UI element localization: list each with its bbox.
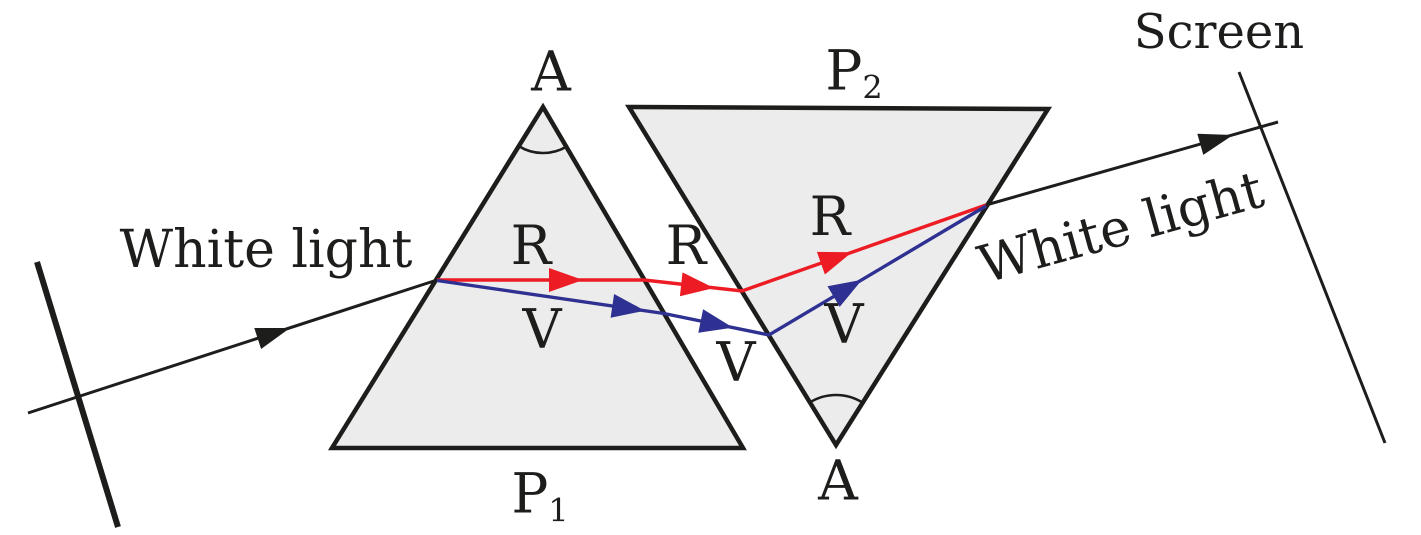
source-slit-line	[34, 261, 121, 528]
prism-p1	[327, 102, 747, 451]
label-red-in-p1: R	[510, 214, 552, 277]
violet-ray-arrowhead-p1-icon	[610, 294, 645, 318]
label-prism-p1: P1	[511, 461, 569, 530]
prism-p2	[624, 104, 1053, 450]
label-red-in-p2: R	[809, 185, 851, 248]
screen-line	[1237, 71, 1387, 444]
label-violet-in-p1: V	[522, 298, 562, 361]
label-white-light-left: White light	[119, 220, 413, 280]
label-apex-a-top: A	[531, 39, 571, 104]
label-prism-p2: P2	[825, 38, 883, 107]
red-ray-arrowhead-p1-icon	[549, 268, 583, 292]
apex-angle-arc-p2	[809, 393, 864, 404]
label-red-in-gap: R	[665, 214, 707, 277]
incident-ray	[27, 278, 438, 415]
emergent-ray-arrowhead-icon	[1197, 133, 1233, 155]
violet-ray-arrowhead-p2-icon	[827, 279, 862, 307]
violet-ray-arrowhead-gap-icon	[698, 309, 733, 333]
red-ray-arrowhead-p2-icon	[816, 251, 852, 275]
apex-angle-arc-p1	[518, 144, 567, 155]
label-violet-in-p2: V	[824, 293, 864, 356]
red-ray-arrowhead-gap-icon	[679, 272, 714, 297]
label-violet-in-gap: V	[716, 331, 756, 394]
incident-ray-arrowhead-icon	[254, 328, 290, 349]
label-screen: Screen	[1133, 4, 1305, 60]
label-apex-a-bottom: A	[818, 448, 858, 513]
